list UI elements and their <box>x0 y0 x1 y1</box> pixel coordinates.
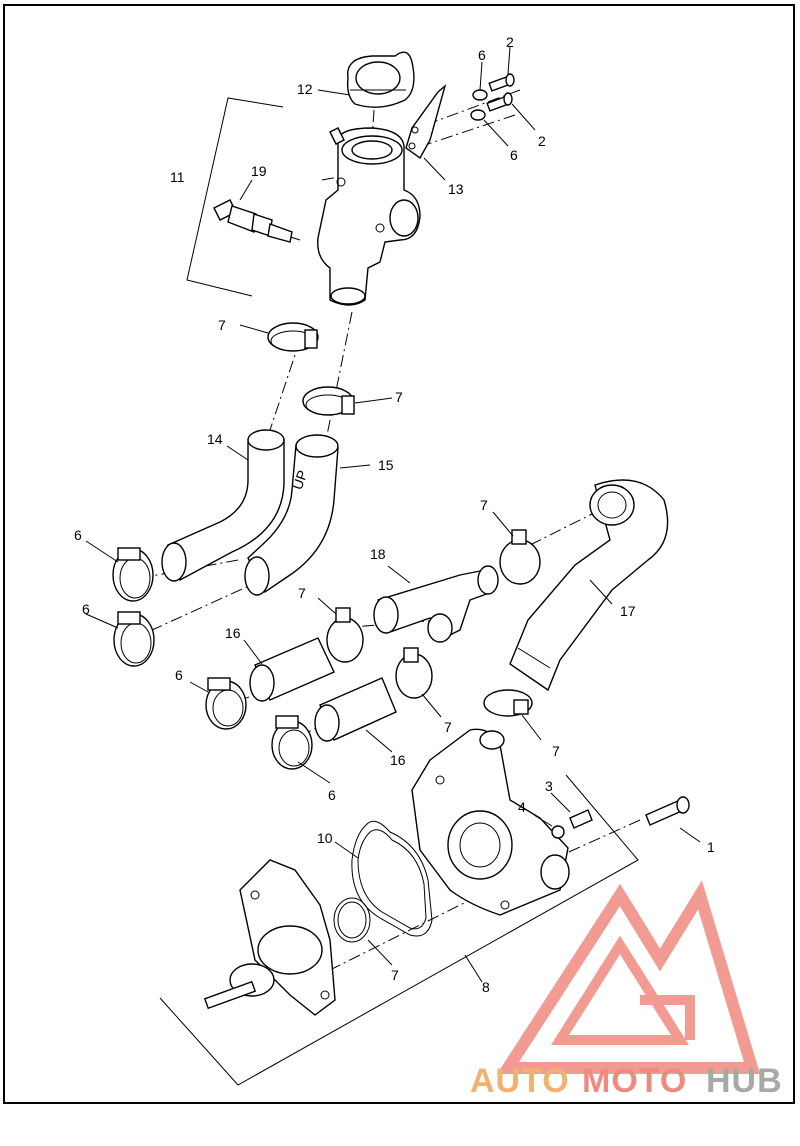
callout-9: 8 <box>482 979 490 995</box>
screws-and-washers <box>470 73 515 121</box>
diagram-frame <box>3 4 795 1104</box>
callout-14: 14 <box>207 431 223 447</box>
thermostat-housing <box>317 127 421 306</box>
leader-lines <box>85 46 701 983</box>
hose-clamps-6 <box>112 547 313 770</box>
mounting-bracket <box>405 83 447 160</box>
callout-16a: 16 <box>225 625 241 641</box>
watermark-text: AUTO MOTO HUB <box>470 1062 783 1100</box>
callout-17: 17 <box>620 603 636 619</box>
callout-7b: 7 <box>395 389 403 405</box>
hose-clamp-upper <box>267 322 355 416</box>
callout-2a: 2 <box>506 34 514 50</box>
group-9-bracket <box>159 774 639 1086</box>
callout-7e: 7 <box>444 719 452 735</box>
callout-18: 18 <box>370 546 386 562</box>
coolant-hose-17 <box>509 479 669 692</box>
watermark-part3: HUB <box>706 1062 783 1100</box>
callout-12: 12 <box>297 81 313 97</box>
callout-8: 7 <box>391 967 399 983</box>
water-pump-body <box>203 859 336 1016</box>
fasteners <box>551 796 690 839</box>
callout-11: 11 <box>170 169 185 185</box>
callout-6a: 6 <box>74 527 82 543</box>
callout-2b: 2 <box>538 133 546 149</box>
callout-6b: 6 <box>82 601 90 617</box>
watermark-part1: AUTO <box>470 1062 570 1100</box>
callout-19: 19 <box>251 163 267 179</box>
callout-6d: 6 <box>328 787 336 803</box>
callout-10: 10 <box>317 830 333 846</box>
watermark-logo <box>496 880 761 1074</box>
callout-7a: 7 <box>218 317 226 333</box>
coolant-y-pipe <box>373 565 499 643</box>
callout-4: 4 <box>518 799 526 815</box>
pump-gasket <box>351 820 433 937</box>
callout-5a: 6 <box>478 47 486 63</box>
callout-1: 1 <box>707 839 715 855</box>
radiator-cap <box>346 51 415 108</box>
callout-7f: 7 <box>552 743 560 759</box>
group-11-bracket <box>186 97 284 297</box>
temperature-sensor <box>213 199 293 243</box>
callout-16b: 16 <box>390 752 406 768</box>
callout-5b: 6 <box>510 147 518 163</box>
coolant-hose-14 <box>161 429 285 582</box>
callout-7c: 7 <box>480 497 488 513</box>
water-pump-cover <box>411 728 570 916</box>
callout-15: 15 <box>378 457 394 473</box>
coolant-hose-16a <box>249 637 335 702</box>
watermark-part2: MOTO <box>582 1062 687 1100</box>
hose-clamps-middle <box>326 529 541 717</box>
coolant-hose-16b <box>314 677 397 742</box>
callout-3: 3 <box>545 778 553 794</box>
coolant-hose-15: UP <box>244 434 339 596</box>
callout-labels: 2 6 2 6 12 13 11 19 7 7 14 15 6 6 6 6 7 … <box>74 34 715 995</box>
callout-6c: 6 <box>175 667 183 683</box>
callout-7d: 7 <box>298 585 306 601</box>
callout-13: 13 <box>448 181 464 197</box>
o-ring <box>333 897 371 943</box>
hose-up-mark: UP <box>289 468 311 492</box>
